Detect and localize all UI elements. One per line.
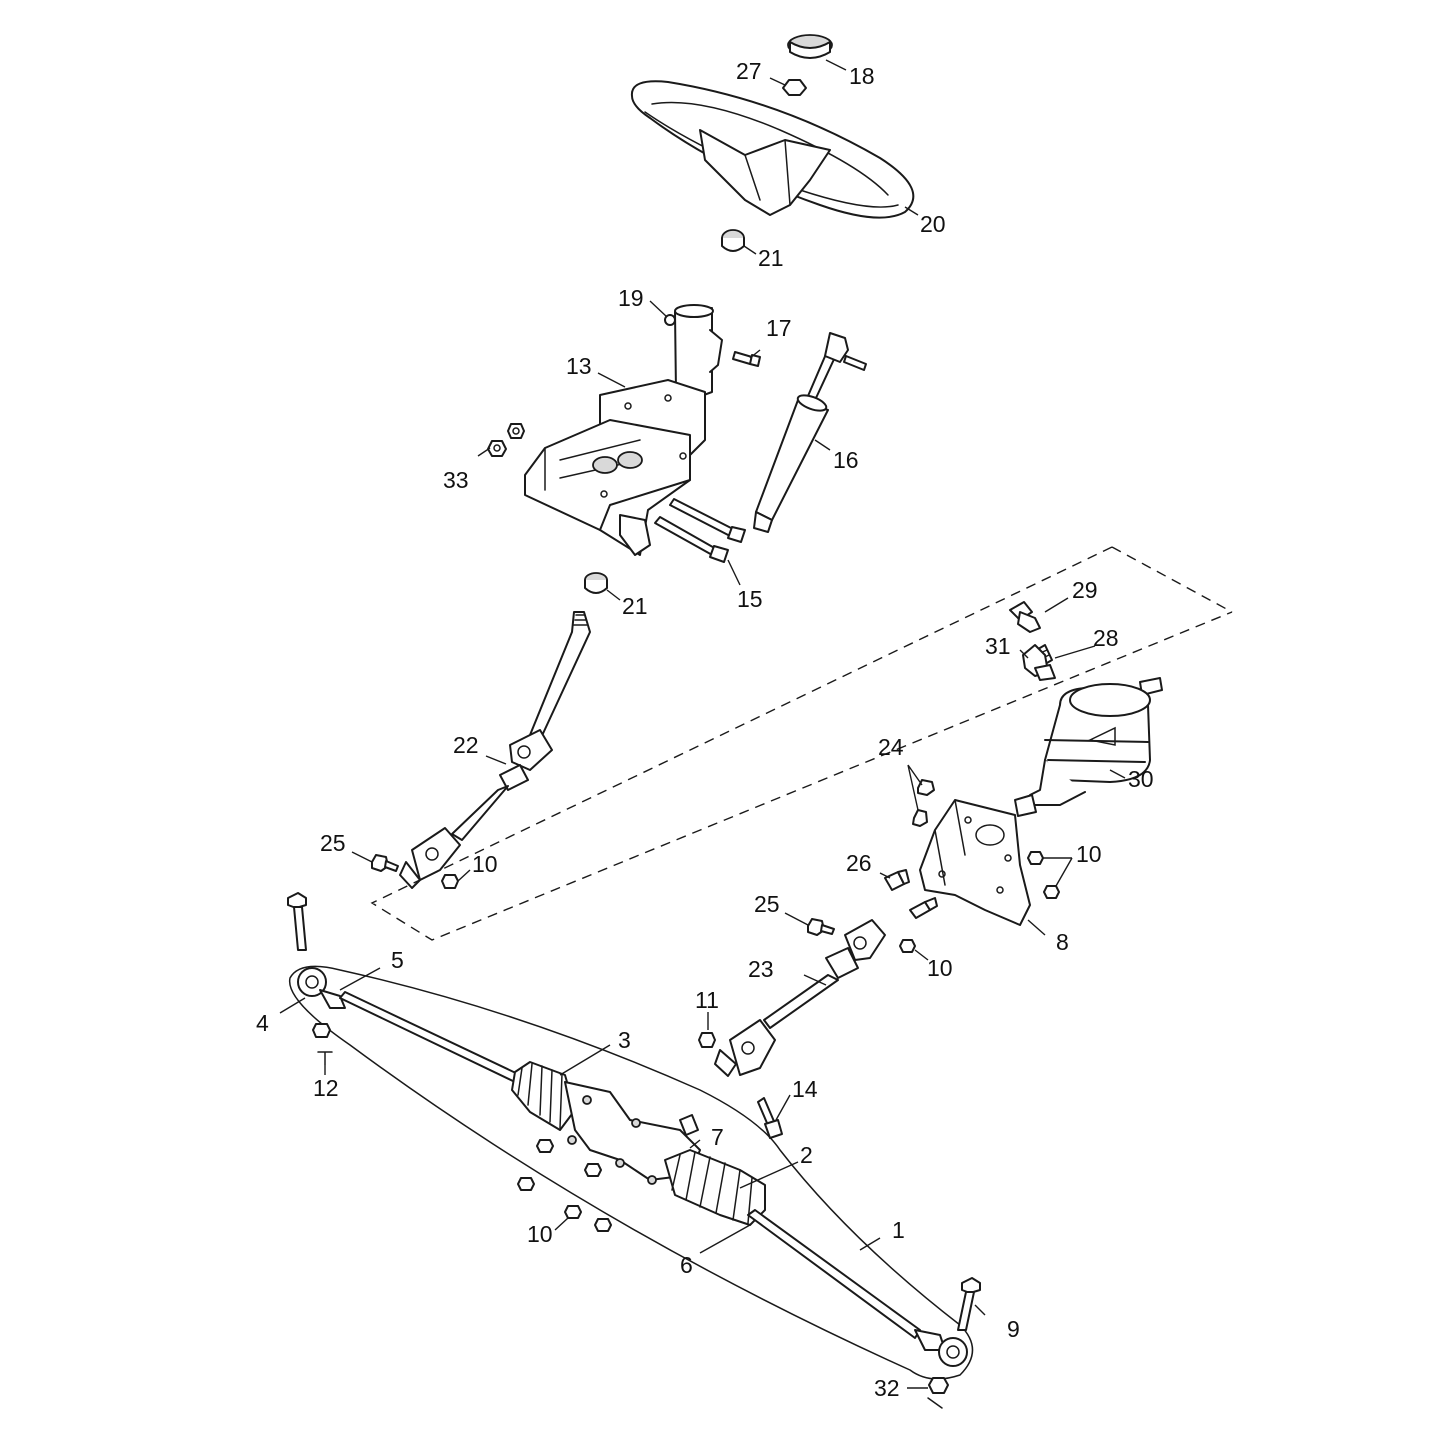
callout-10-rack: 10 xyxy=(527,1221,553,1247)
callout-8: 8 xyxy=(1056,929,1069,955)
bolt-25-icon xyxy=(371,854,399,872)
bolt-14-icon xyxy=(757,1097,783,1139)
fitting-29-icon xyxy=(1009,601,1041,633)
rack-icon xyxy=(288,965,974,1380)
callout-32: 32 xyxy=(874,1375,900,1401)
mount-plate-8-icon xyxy=(919,799,1031,926)
callout-19: 19 xyxy=(618,285,644,311)
nut-10-icon xyxy=(899,851,1060,953)
motor-icon xyxy=(1014,677,1163,817)
callout-18: 18 xyxy=(849,63,875,89)
callout-10-mid: 10 xyxy=(927,955,953,981)
callout-28: 28 xyxy=(1093,625,1119,651)
bolt-17-icon xyxy=(732,351,761,367)
callout-5: 5 xyxy=(391,947,404,973)
shaft-icon xyxy=(399,611,591,889)
callout-27: 27 xyxy=(736,58,762,84)
callout-12: 12 xyxy=(313,1075,339,1101)
callout-24: 24 xyxy=(878,734,904,760)
leader-lines xyxy=(279,59,1126,1389)
callout-20: 20 xyxy=(920,211,946,237)
callout-1: 1 xyxy=(892,1217,905,1243)
bushing-21-icon xyxy=(584,572,608,594)
callout-10-plate: 10 xyxy=(1076,841,1102,867)
callout-33: 33 xyxy=(443,467,469,493)
callout-25-right: 25 xyxy=(754,891,780,917)
nut-11-icon xyxy=(698,1032,716,1048)
fitting-31-icon xyxy=(1022,644,1056,681)
callout-4: 4 xyxy=(256,1010,269,1036)
callout-21-mid: 21 xyxy=(622,593,648,619)
nut-19-icon xyxy=(664,314,676,326)
bolt-24-icon xyxy=(912,779,935,827)
nut-10-icon xyxy=(517,1139,612,1232)
callout-26: 26 xyxy=(846,850,872,876)
gas-strut-icon xyxy=(753,332,867,533)
bracket-icon xyxy=(524,304,723,556)
callout-10-shaft: 10 xyxy=(472,851,498,877)
callout-30: 30 xyxy=(1128,766,1154,792)
pin-12-icon xyxy=(312,1023,333,1065)
callout-29: 29 xyxy=(1072,577,1098,603)
callout-2: 2 xyxy=(800,1142,813,1168)
nut-33-icon xyxy=(487,423,525,457)
nut-32-icon xyxy=(927,1377,949,1409)
callout-13: 13 xyxy=(566,353,592,379)
callout-23: 23 xyxy=(748,956,774,982)
callout-14: 14 xyxy=(792,1076,818,1102)
callout-labels: 1 2 3 4 5 6 7 8 9 10 10 10 10 11 12 13 1… xyxy=(256,58,1154,1401)
bolt-9-icon xyxy=(957,1277,981,1331)
bolt-left-icon xyxy=(287,892,307,951)
callout-21-top: 21 xyxy=(758,245,784,271)
callout-17: 17 xyxy=(766,315,792,341)
callout-9: 9 xyxy=(1007,1316,1020,1342)
callout-6: 6 xyxy=(680,1252,693,1278)
dashed-group-boundary xyxy=(370,546,1233,941)
bolt-15-icon xyxy=(654,498,746,563)
shaft-23-icon xyxy=(714,919,886,1077)
bolt-25-icon xyxy=(807,918,835,936)
callout-16: 16 xyxy=(833,447,859,473)
callout-15: 15 xyxy=(737,586,763,612)
callout-22: 22 xyxy=(453,732,479,758)
callout-11: 11 xyxy=(695,987,719,1013)
bolt-26-icon xyxy=(884,869,938,919)
nut-10-icon xyxy=(441,874,459,889)
steering-wheel-icon xyxy=(630,34,915,252)
callout-25-left: 25 xyxy=(320,830,346,856)
callout-7: 7 xyxy=(711,1124,724,1150)
callout-3: 3 xyxy=(618,1027,631,1053)
callout-31: 31 xyxy=(985,633,1011,659)
